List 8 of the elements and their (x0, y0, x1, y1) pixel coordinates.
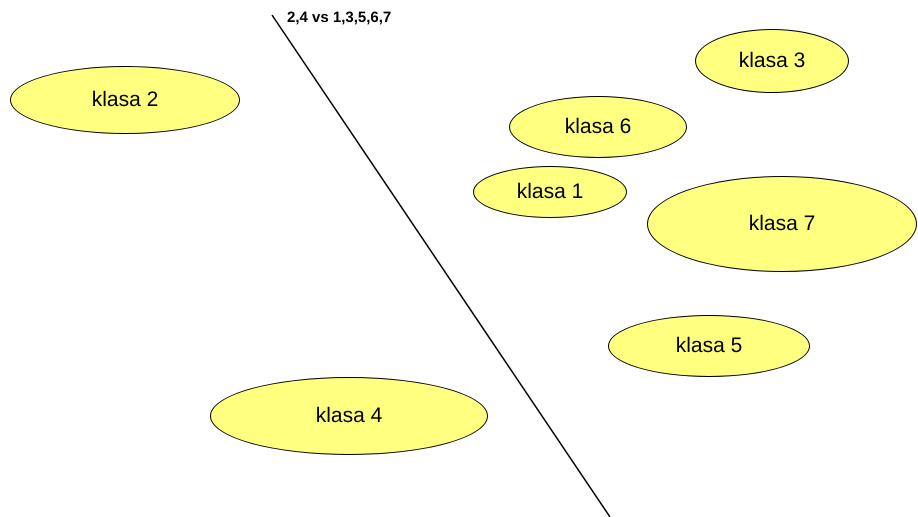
split-label: 2,4 vs 1,3,5,6,7 (287, 9, 392, 26)
class-name: klasa 3 (738, 49, 806, 73)
class-name: klasa 6 (564, 115, 632, 139)
class-name: klasa 5 (676, 334, 742, 358)
class-name: klasa 4 (316, 404, 382, 428)
class-name: klasa 2 (92, 88, 158, 112)
class-name: klasa 1 (516, 180, 584, 204)
class-name: klasa 7 (748, 212, 816, 236)
